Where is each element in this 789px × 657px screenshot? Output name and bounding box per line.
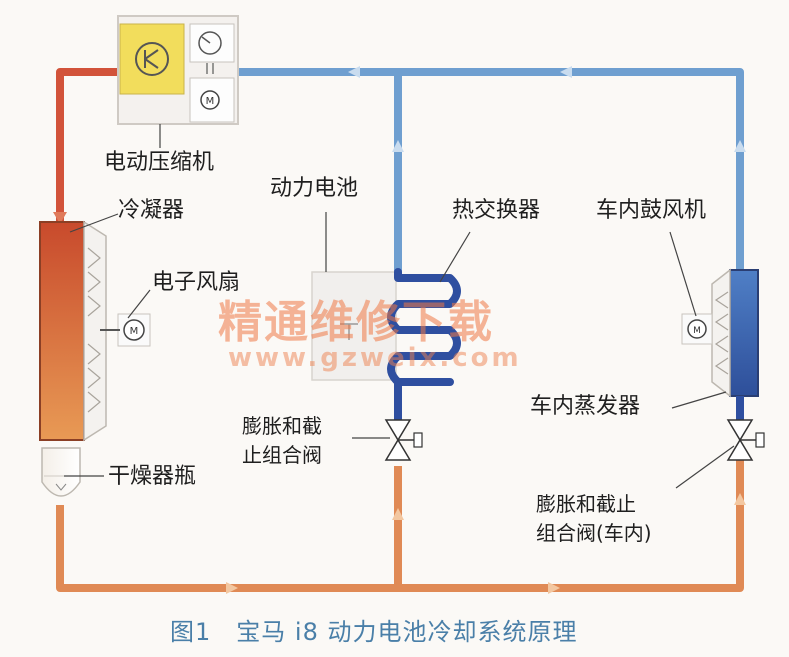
electronic-fan-motor: M xyxy=(100,313,151,347)
leader-fan xyxy=(127,289,151,319)
condenser xyxy=(39,220,107,442)
flow-arrow xyxy=(392,140,404,152)
leader-heat-exchanger xyxy=(439,231,471,283)
watermark-text: 精通维修下载 xyxy=(218,297,494,348)
label-heat-exchanger: 热交换器 xyxy=(452,198,541,223)
label-battery: 动力电池 xyxy=(270,176,359,201)
label-valve-left: 膨胀和截 止组合阀 xyxy=(242,412,322,470)
drier-bottle xyxy=(41,447,81,497)
label-valve-right-line1: 膨胀和截止 xyxy=(536,492,636,516)
electric-compressor: M xyxy=(117,15,239,125)
label-valve-left-line1: 膨胀和截 xyxy=(242,414,322,438)
svg-text:M: M xyxy=(206,96,215,107)
leader-condenser xyxy=(69,213,119,233)
leader-valve-right xyxy=(675,445,735,489)
cabin-evaporator xyxy=(711,268,759,420)
svg-text:M: M xyxy=(130,326,139,337)
hot-discharge-line xyxy=(56,68,120,222)
expansion-valve-cabin xyxy=(726,419,765,461)
flow-arrow xyxy=(226,582,238,594)
label-drier: 干燥器瓶 xyxy=(108,464,197,489)
flow-arrow xyxy=(392,508,404,520)
leader-blower xyxy=(669,231,697,317)
flow-arrow xyxy=(548,582,560,594)
cabin-blower-motor: M xyxy=(681,313,713,345)
figure-caption: 图1 宝马 i8 动力电池冷却系统原理 xyxy=(170,618,578,646)
flow-arrow xyxy=(734,140,746,152)
label-evaporator: 车内蒸发器 xyxy=(530,394,641,419)
label-condenser: 冷凝器 xyxy=(118,198,185,223)
label-valve-right-line2: 组合阀(车内) xyxy=(536,521,652,545)
label-valve-left-line2: 止组合阀 xyxy=(242,443,322,467)
flow-arrow xyxy=(560,66,572,78)
heat-exchanger-coil xyxy=(387,268,461,386)
flow-arrow xyxy=(53,212,67,224)
power-battery xyxy=(311,271,397,381)
label-valve-right: 膨胀和截止 组合阀(车内) xyxy=(536,490,652,548)
suction-line-top xyxy=(236,68,744,270)
svg-text:M: M xyxy=(693,326,701,336)
expansion-valve-battery xyxy=(384,419,423,461)
label-blower: 车内鼓风机 xyxy=(596,198,707,223)
watermark-url: www.gzweix.com xyxy=(228,343,522,373)
flow-arrow xyxy=(734,493,746,505)
label-compressor: 电动压缩机 xyxy=(104,150,215,175)
flow-arrow xyxy=(348,66,360,78)
leader-evaporator xyxy=(671,391,727,409)
label-fan: 电子风扇 xyxy=(152,270,241,295)
